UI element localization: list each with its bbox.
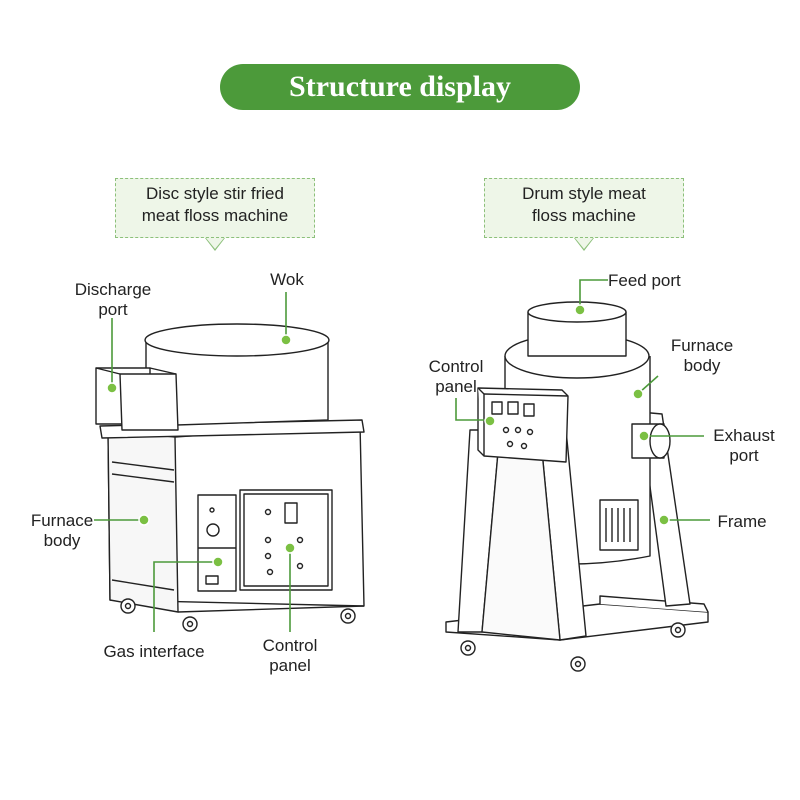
label-line: port bbox=[729, 446, 759, 465]
label-gas-interface: Gas interface bbox=[92, 642, 216, 662]
label-control-panel-left: Control panel bbox=[252, 636, 328, 676]
left-caption-line1: Disc style stir fried bbox=[146, 184, 284, 203]
page-title: Structure display bbox=[220, 64, 580, 110]
label-furnace-body-right: Furnace body bbox=[662, 336, 742, 376]
label-wok: Wok bbox=[262, 270, 312, 290]
left-machine-caption: Disc style stir fried meat floss machine bbox=[115, 178, 315, 251]
right-caption-line1: Drum style meat bbox=[522, 184, 646, 203]
label-line: body bbox=[43, 531, 81, 550]
label-line: Gas interface bbox=[103, 642, 205, 661]
title-text: Structure display bbox=[289, 70, 511, 103]
label-discharge-port: Discharge port bbox=[66, 280, 160, 320]
label-line: Control bbox=[262, 636, 318, 655]
label-control-panel-right: Control panel bbox=[418, 357, 494, 397]
leader-lines bbox=[94, 279, 710, 632]
label-line: Furnace bbox=[30, 511, 94, 530]
label-line: panel bbox=[269, 656, 311, 675]
disc-machine-drawing bbox=[95, 323, 365, 632]
right-machine-caption: Drum style meat floss machine bbox=[484, 178, 684, 251]
drum-machine-drawing bbox=[445, 301, 709, 672]
label-exhaust-port: Exhaust port bbox=[704, 426, 784, 466]
label-line: port bbox=[98, 300, 128, 319]
label-line: Wok bbox=[270, 270, 304, 289]
label-line: panel bbox=[435, 377, 477, 396]
label-line: Furnace bbox=[670, 336, 734, 355]
label-feed-port: Feed port bbox=[608, 271, 698, 291]
label-line: Discharge bbox=[74, 280, 152, 299]
callout-pointer-fill bbox=[575, 238, 593, 249]
label-furnace-body-left: Furnace body bbox=[22, 511, 102, 551]
callout-pointer-fill bbox=[206, 238, 224, 249]
label-line: body bbox=[683, 356, 721, 375]
label-line: Feed port bbox=[608, 271, 681, 290]
left-caption-line2: meat floss machine bbox=[141, 206, 289, 225]
label-dots bbox=[106, 304, 670, 568]
label-line: Control bbox=[428, 357, 484, 376]
label-frame: Frame bbox=[710, 512, 774, 532]
label-line: Frame bbox=[717, 512, 767, 531]
right-caption-line2: floss machine bbox=[532, 206, 636, 225]
label-line: Exhaust bbox=[713, 426, 775, 445]
